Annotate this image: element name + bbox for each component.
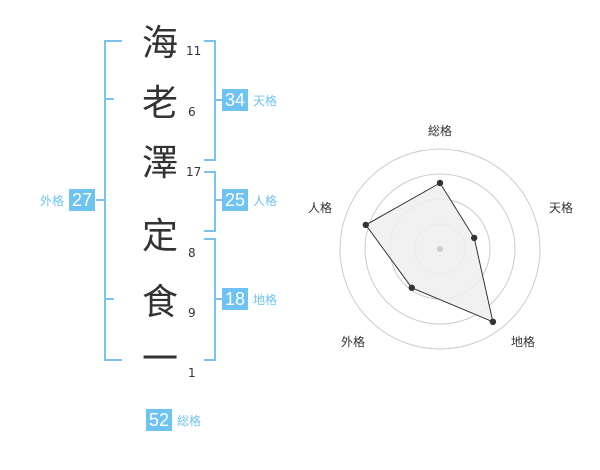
- radar-axis-label-tenkaku: 天格: [549, 201, 574, 215]
- jinkaku-label: 人格: [253, 193, 278, 208]
- gaikaku-score: 外格 27: [40, 189, 96, 211]
- tenkaku-tick: [214, 99, 223, 101]
- radar-point-3: [489, 318, 497, 325]
- soukaku-value: 52: [146, 409, 173, 431]
- given-char-1: 定: [141, 216, 178, 257]
- surname-char-1: 海: [141, 23, 178, 64]
- jinkaku-value: 25: [222, 189, 249, 211]
- bracket-tick-left-2: [104, 298, 114, 300]
- given-stroke-3: 1: [188, 366, 196, 380]
- surname-stroke-2: 6: [188, 105, 196, 119]
- gaikaku-label: 外格: [40, 193, 65, 208]
- gaikaku-bracket: [104, 40, 122, 361]
- surname-char-2: 老: [141, 83, 178, 124]
- tenkaku-score: 34 天格: [222, 89, 277, 111]
- soukaku-score: 52 総格: [146, 409, 201, 431]
- radar-center: [437, 246, 443, 252]
- jinkaku-score: 25 人格: [222, 189, 277, 211]
- radar-polygon: [365, 182, 494, 323]
- gaikaku-tick: [96, 199, 105, 201]
- radar-axis-label-soukaku: 総格: [428, 124, 453, 138]
- surname-char-3: 澤: [141, 143, 178, 184]
- chikaku-value: 18: [222, 288, 249, 310]
- radar-ring: [364, 173, 516, 325]
- given-char-2: 食: [141, 282, 178, 323]
- radar-axis-label-gaikaku: 外格: [341, 335, 366, 349]
- bracket-tick-left-1: [104, 98, 114, 100]
- chikaku-tick: [214, 298, 223, 300]
- radar-point-4: [408, 284, 415, 291]
- chikaku-score: 18 地格: [222, 288, 277, 310]
- gaikaku-value: 27: [69, 189, 96, 211]
- radar-point-1: [436, 179, 444, 187]
- radar-point-5: [362, 221, 369, 229]
- radar-point-2: [471, 234, 478, 242]
- surname-stroke-3: 17: [186, 165, 202, 179]
- tenkaku-label: 天格: [253, 93, 278, 108]
- jinkaku-bracket: [204, 171, 216, 232]
- given-stroke-2: 9: [188, 306, 196, 320]
- given-stroke-1: 8: [188, 246, 196, 260]
- radar-ring: [339, 148, 541, 350]
- radar-axis-label-chikaku: 地格: [511, 335, 536, 349]
- soukaku-label: 総格: [177, 413, 202, 428]
- jinkaku-tick: [214, 199, 223, 201]
- chikaku-label: 地格: [253, 292, 278, 307]
- tenkaku-value: 34: [222, 89, 249, 111]
- radar-axis-label-jinkaku: 人格: [308, 201, 333, 215]
- surname-stroke-1: 11: [186, 44, 202, 58]
- given-char-3: 一: [141, 339, 178, 380]
